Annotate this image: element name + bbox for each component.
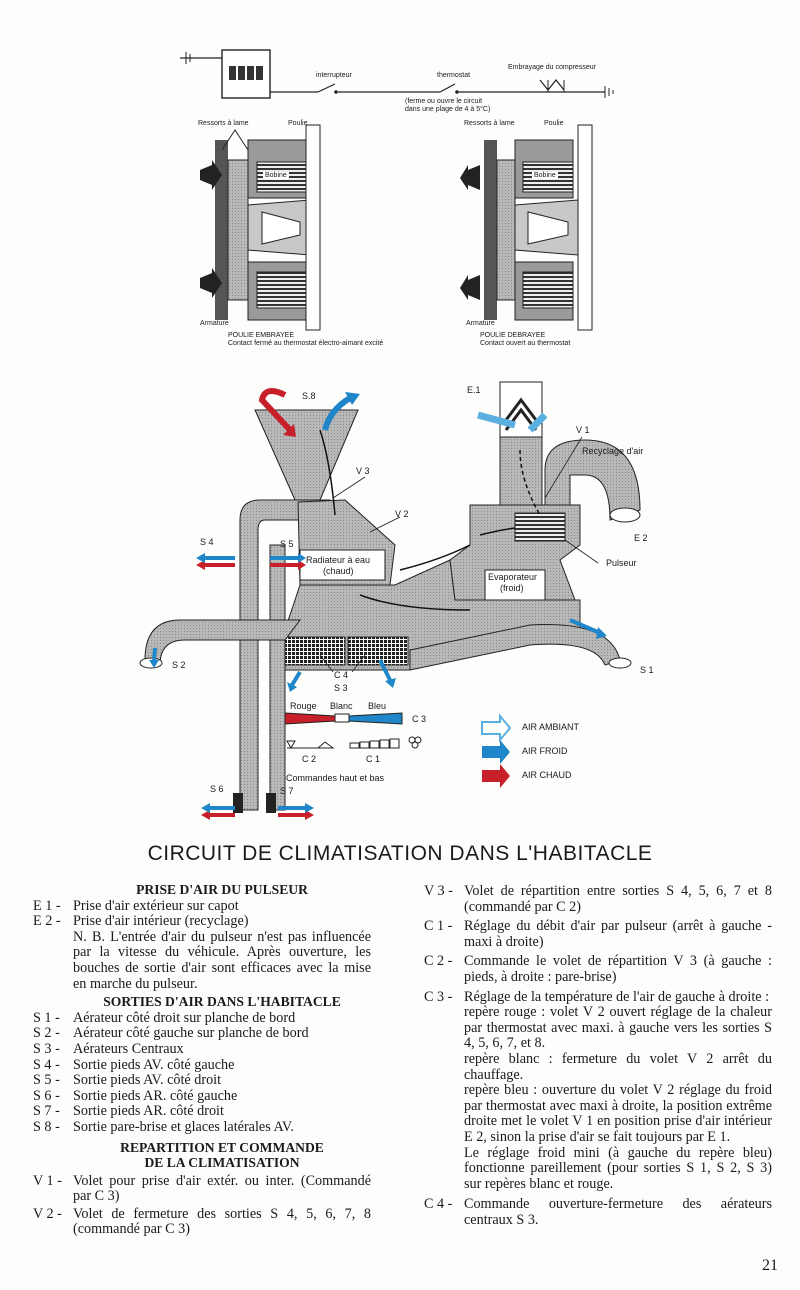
list-item: V 1 -Volet pour prise d'air extér. ou in… — [33, 1172, 371, 1205]
ambient-air-arrow — [477, 411, 516, 429]
right-note: Contact ouvert au thermostat — [480, 340, 571, 347]
list-item: S 6 -Sortie pieds AR. côté gauche — [33, 1087, 238, 1104]
list-item: E 1 -Prise d'air extérieur sur capot — [33, 897, 239, 914]
list-item: E 2 -Prise d'air intérieur (recyclage) — [33, 913, 249, 930]
right-caption: POULIE DEBRAYEE — [480, 332, 546, 339]
list-item: S 5 -Sortie pieds AV. côté droit — [33, 1072, 222, 1089]
legend-ambient-label: AIR AMBIANT — [522, 722, 580, 732]
left-pulley-label: Poulie — [288, 120, 308, 127]
list-item: C 3 -Réglage de la température de l'air … — [424, 988, 770, 1005]
blower-speed-control — [349, 736, 422, 749]
label-v1: V 1 — [576, 425, 590, 435]
list-item: C 2 -Commande le volet de répartition V … — [424, 953, 772, 985]
right-armature-label: Armature — [466, 320, 495, 327]
control-bleu-label: Bleu — [368, 701, 387, 711]
control-blanc-label: Blanc — [330, 701, 353, 711]
legend-cold-label: AIR FROID — [522, 746, 568, 756]
electrical-schematic — [180, 49, 614, 99]
list-item: V 3 -Volet de répartition entre sorties … — [424, 883, 772, 915]
left-springs-label: Ressorts à lame — [198, 120, 249, 127]
list-item: S 1 -Aérateur côté droit sur planche de … — [33, 1009, 296, 1026]
clutch-coil-icon — [539, 79, 565, 91]
air-circuit-drawing — [139, 381, 641, 820]
cold-air-arrow — [322, 395, 352, 431]
evaporator-label: Evaporateur — [488, 572, 538, 582]
clutch-label: Embrayage du compresseur — [508, 64, 596, 71]
left-note: Contact fermé au thermostat électro-aima… — [228, 340, 384, 347]
force-arrow-icon — [200, 160, 222, 190]
list-item: C 4 -Commande ouverture-fermeture des aé… — [424, 1196, 772, 1228]
label-s4: S 4 — [200, 537, 214, 547]
left-coil-label: Bobine — [263, 172, 289, 179]
controls-caption: Commandes haut et bas — [286, 773, 385, 783]
left-armature-label: Armature — [200, 320, 229, 327]
diagram-canvas — [139, 49, 641, 820]
radiator-label: Radiateur à eau — [306, 555, 371, 565]
control-c3-label: C 3 — [412, 714, 427, 724]
list-item: S 7 -Sortie pieds AR. côté droit — [33, 1103, 224, 1120]
distribution-control — [286, 740, 335, 750]
control-c1-label: C 1 — [366, 754, 381, 764]
page-title: CIRCUIT DE CLIMATISATION DANS L'HABITACL… — [147, 842, 653, 865]
label-blower: Pulseur — [606, 558, 637, 568]
section-outlets-heading: SORTIES D'AIR DANS L'HABITACLE — [103, 994, 341, 1010]
force-arrow-icon — [460, 165, 480, 190]
clutch-disengaged-drawing — [460, 124, 593, 331]
label-v3: V 3 — [356, 466, 370, 476]
label-e1: E.1 — [467, 385, 481, 395]
left-column: PRISE D'AIR DU PULSEUR E 1 -Prise d'air … — [33, 882, 371, 1238]
list-item: S 8 -Sortie pare-brise et glaces latéral… — [33, 1118, 294, 1135]
right-springs-label: Ressorts à lame — [464, 120, 515, 127]
right-coil-label: Bobine — [532, 172, 558, 179]
label-s5: S 5 — [280, 539, 294, 549]
list-item: S 2 -Aérateur côté gauche sur planche de… — [33, 1025, 309, 1042]
right-pulley-label: Poulie — [544, 120, 564, 127]
label-s2: S 2 — [172, 660, 186, 670]
label-s3: S 3 — [334, 683, 348, 693]
clutch-engaged-drawing — [200, 124, 321, 331]
page-number: 21 — [762, 1257, 778, 1274]
control-c2-label: C 2 — [302, 754, 317, 764]
hot-air-arrow — [258, 388, 293, 433]
ambient-air-arrow — [527, 412, 548, 433]
list-item: V 2 -Volet de fermeture des sorties S 4,… — [33, 1205, 371, 1238]
section-distribution-heading: REPARTITION ET COMMANDE DE LA CLIMATISAT… — [120, 1139, 324, 1170]
label-s1: S 1 — [640, 665, 654, 675]
left-caption: POULIE EMBRAYEE — [228, 332, 295, 339]
label-s6: S 6 — [210, 784, 224, 794]
legend-hot-label: AIR CHAUD — [522, 770, 572, 780]
thermostat-note-line2: dans une plage de 4 à 5°C) — [405, 106, 491, 113]
evaporator-sublabel: (froid) — [500, 583, 524, 593]
list-item: C 1 -Réglage du débit d'air par pulseur … — [424, 918, 772, 950]
thermostat-label: thermostat — [437, 72, 471, 79]
force-arrow-icon — [460, 275, 480, 300]
c3-blue-note: repère bleu : ouverture du volet V 2 rég… — [464, 1082, 772, 1145]
right-column: V 3 -Volet de répartition entre sorties … — [424, 883, 772, 1228]
label-s7: S 7 — [280, 786, 294, 796]
list-item: S 3 -Aérateurs Centraux — [33, 1040, 184, 1057]
label-v2: V 2 — [395, 509, 409, 519]
control-rouge-label: Rouge — [290, 701, 317, 711]
thermostat-note-line1: (ferme ou ouvre le circuit — [405, 98, 483, 105]
label-recycle: Recyclage d'air — [582, 446, 644, 456]
list-item: S 4 -Sortie pieds AV. côté gauche — [33, 1056, 235, 1073]
switch-icon — [317, 83, 336, 93]
force-arrow-icon — [200, 268, 222, 298]
label-s8: S.8 — [302, 391, 316, 401]
label-c4: C 4 — [334, 670, 349, 680]
c3-min-note: Le réglage froid mini (à gauche du repèr… — [464, 1144, 772, 1192]
c3-red-note: repère rouge : volet V 2 ouvert réglage … — [464, 1004, 772, 1052]
switch-label: interrupteur — [316, 72, 352, 79]
legend-arrows — [481, 713, 512, 788]
label-e2: E 2 — [634, 533, 648, 543]
nb-note: N. B. L'entrée d'air du pulseur n'est pa… — [73, 928, 371, 992]
blower-icon — [514, 512, 566, 542]
temperature-control-slider — [284, 712, 403, 725]
c3-white-note: repère blanc : fermeture du volet V 2 ar… — [464, 1050, 772, 1083]
section-air-intake-heading: PRISE D'AIR DU PULSEUR — [136, 882, 308, 897]
thermostat-switch-icon — [439, 83, 456, 93]
radiator-sublabel: (chaud) — [323, 566, 354, 576]
outlets-list: S 1 -Aérateur côté droit sur planche de … — [33, 1009, 371, 1136]
